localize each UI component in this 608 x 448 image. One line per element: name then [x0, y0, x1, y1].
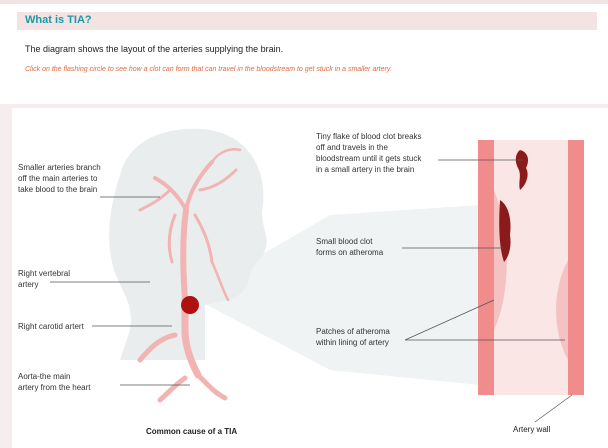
label-clot-flake: Tiny flake of blood clot breaks off and … — [316, 131, 422, 175]
artery-wall-right — [568, 140, 584, 395]
flashing-circle-hotspot[interactable] — [181, 296, 199, 314]
caption-common-cause: Common cause of a TIA — [146, 427, 237, 436]
label-aorta: Aorta-the main artery from the heart — [18, 371, 90, 393]
label-atheroma: Patches of atheroma within lining of art… — [316, 326, 390, 348]
label-right-carotid: Right carotid artert — [18, 321, 84, 332]
label-small-clot: Small blood clot forms on atheroma — [316, 236, 383, 258]
caption-artery-wall: Artery wall — [513, 425, 550, 434]
label-right-vertebral: Right vertebral artery — [18, 268, 70, 290]
artery-wall-left — [478, 140, 494, 395]
label-smaller-arteries: Smaller arteries branch off the main art… — [18, 162, 101, 195]
